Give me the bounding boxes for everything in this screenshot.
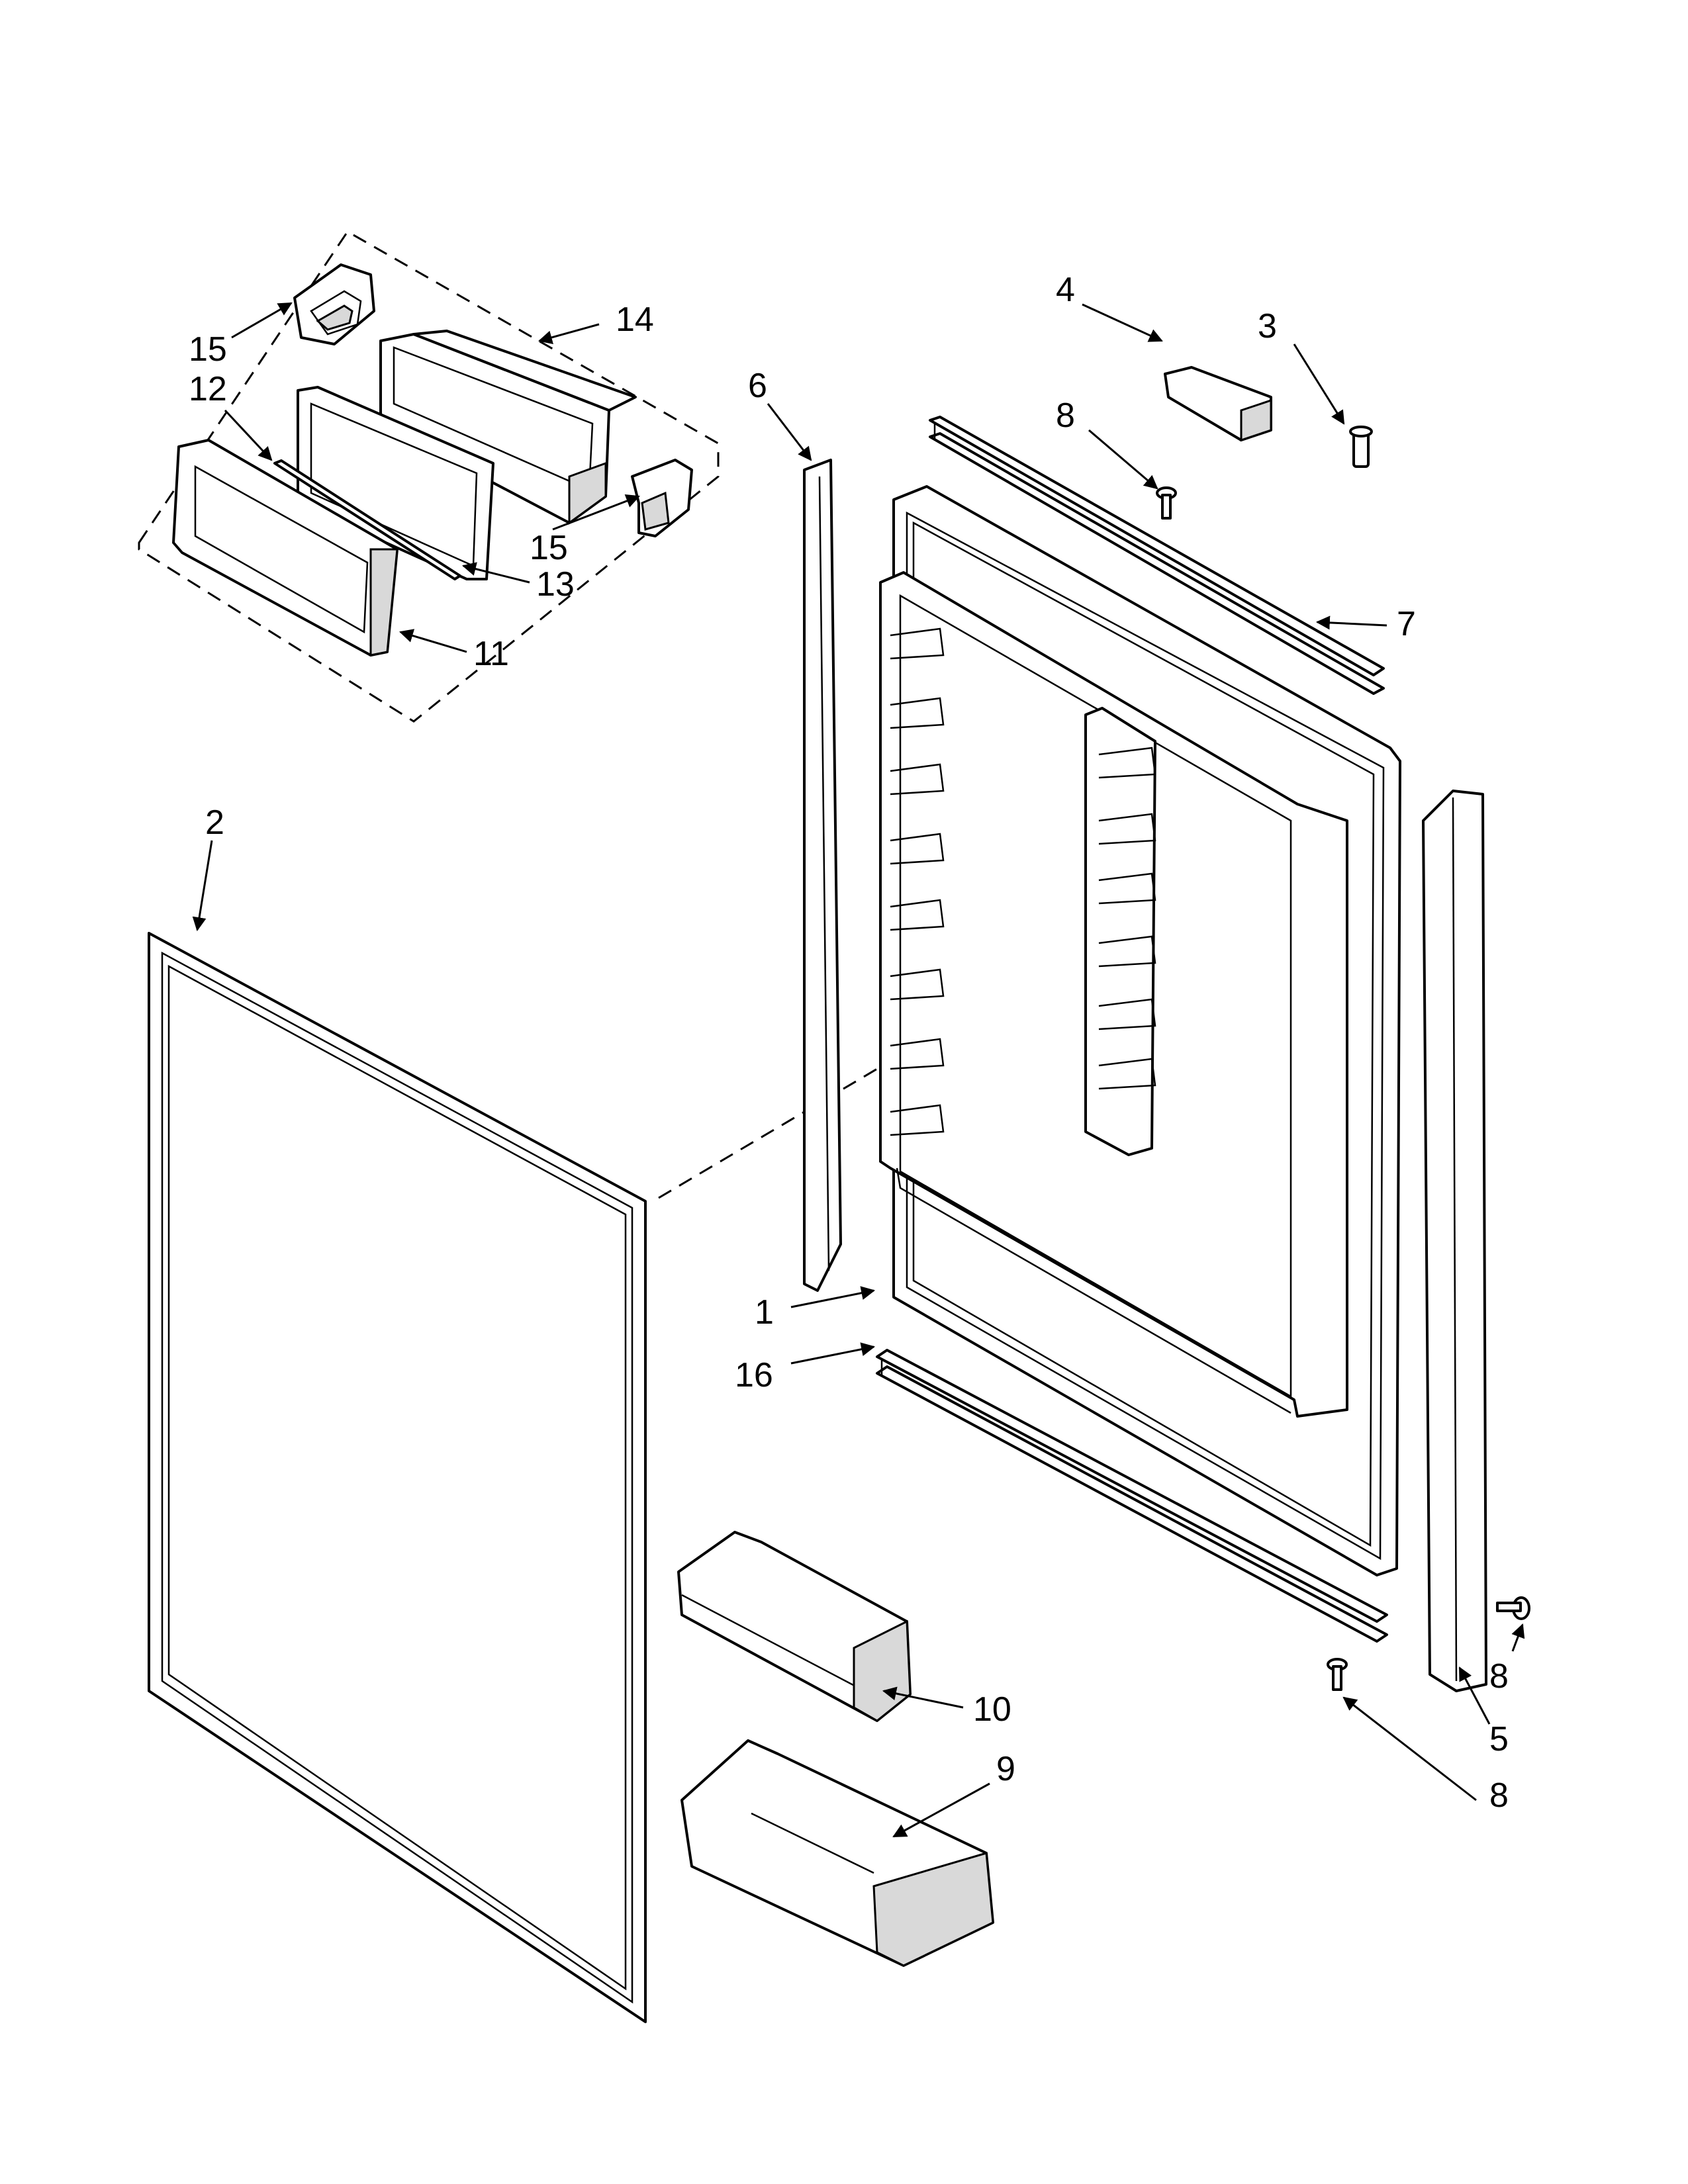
right-shelf-clips bbox=[1098, 747, 1156, 1090]
callout-10: 10 bbox=[973, 1690, 1011, 1729]
callout-13: 13 bbox=[536, 565, 575, 604]
part-3-hinge-pin bbox=[1349, 426, 1373, 468]
part-8-screw-bottom bbox=[1327, 1658, 1348, 1691]
leader-lines bbox=[192, 302, 1525, 1838]
callout-8-bottom: 8 bbox=[1489, 1776, 1509, 1815]
callout-11: 11 bbox=[473, 635, 509, 673]
callout-5: 5 bbox=[1489, 1720, 1509, 1758]
part-12-seal-strip bbox=[273, 459, 461, 580]
callout-3: 3 bbox=[1258, 307, 1277, 345]
callout-4: 4 bbox=[1056, 271, 1075, 309]
callout-8-side: 8 bbox=[1489, 1657, 1509, 1696]
callout-2: 2 bbox=[205, 803, 224, 842]
part-6-door-trim-left bbox=[803, 459, 842, 1292]
left-shelf-clips bbox=[890, 627, 945, 1136]
part-4-hinge-cover bbox=[1164, 366, 1272, 442]
part-9-door-bin-large bbox=[680, 1739, 994, 1967]
part-5-door-trim-right bbox=[1422, 790, 1487, 1692]
callout-6: 6 bbox=[748, 367, 767, 405]
callout-15-upper: 15 bbox=[189, 330, 227, 369]
part-1-door-liner bbox=[879, 485, 1401, 1576]
callout-12: 12 bbox=[189, 370, 227, 408]
part-15-lower-bracket bbox=[631, 459, 693, 537]
callout-16: 16 bbox=[735, 1356, 773, 1394]
part-11-crisper-front bbox=[172, 439, 399, 657]
part-15-upper-bracket bbox=[293, 263, 375, 345]
part-8-screw-side bbox=[1496, 1596, 1530, 1620]
callout-9: 9 bbox=[996, 1750, 1015, 1788]
part-2-door-gasket bbox=[148, 932, 647, 2023]
crisper-kit-group bbox=[138, 230, 720, 723]
callout-7: 7 bbox=[1397, 605, 1416, 643]
part-8-screw-top bbox=[1156, 486, 1177, 520]
part-7-top-trim bbox=[929, 416, 1385, 695]
callout-labels: 15 12 14 15 13 11 6 2 4 3 8 7 1 16 10 9 … bbox=[189, 271, 1509, 1815]
part-14-crisper-housing bbox=[379, 330, 637, 525]
callout-15-lower: 15 bbox=[530, 529, 568, 567]
callout-1: 1 bbox=[755, 1293, 774, 1332]
part-16-bottom-trim bbox=[876, 1349, 1388, 1643]
callout-14: 14 bbox=[616, 300, 654, 339]
part-10-door-bin-small bbox=[677, 1531, 912, 1722]
callout-8-top: 8 bbox=[1056, 396, 1075, 435]
